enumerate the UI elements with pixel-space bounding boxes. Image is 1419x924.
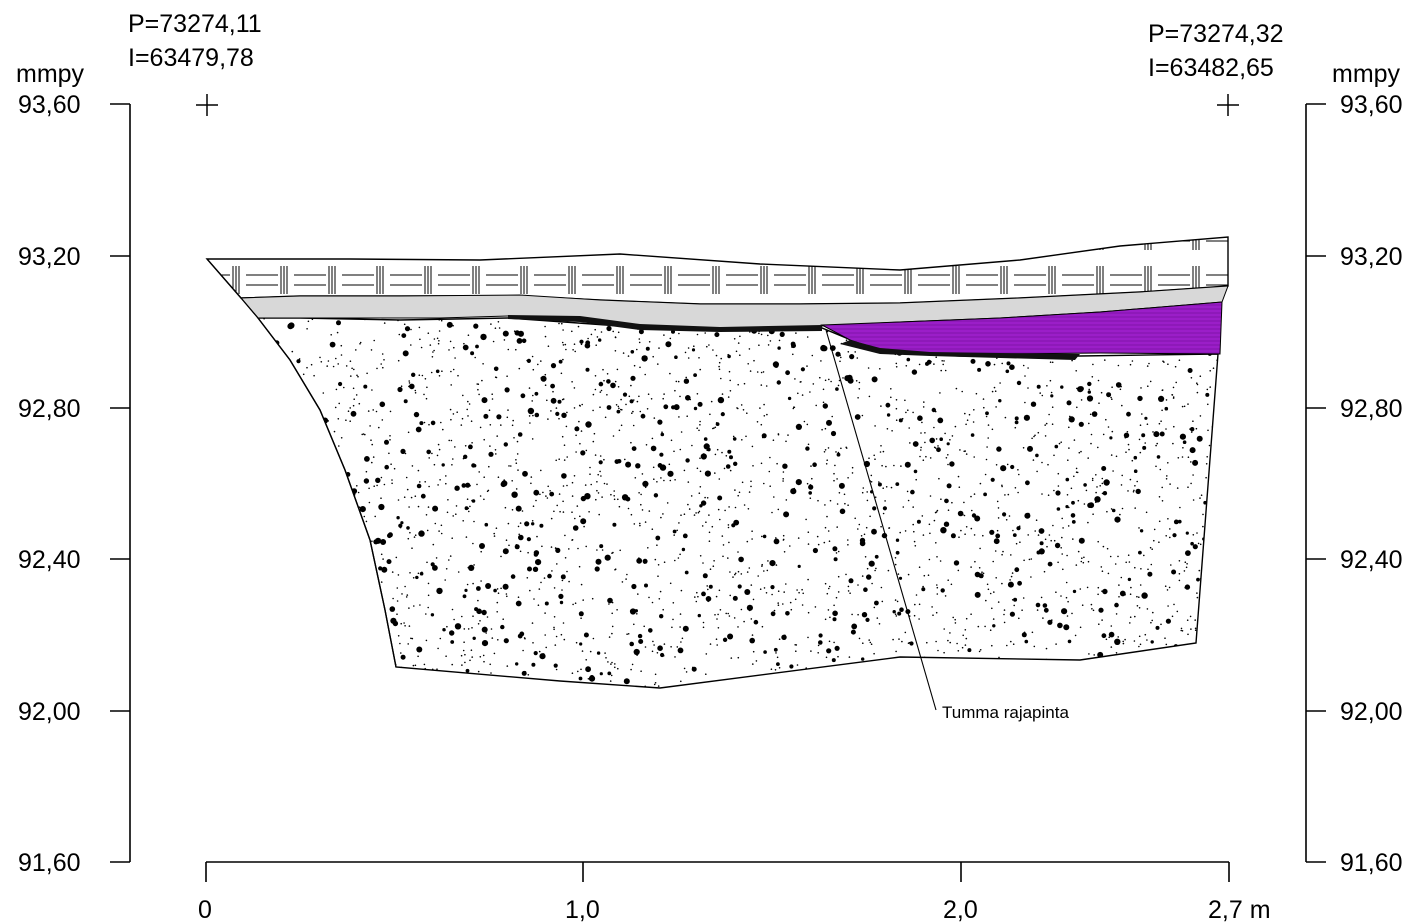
dark-band-left bbox=[508, 315, 822, 332]
left-coordinate-marker: P=73274,11 I=63479,78 bbox=[128, 10, 262, 116]
soil-layers bbox=[205, 236, 1229, 689]
right-i-coordinate: I=63482,65 bbox=[1148, 54, 1274, 82]
distance-tick-label: 2,0 bbox=[943, 896, 978, 924]
right-tick-label: 92,00 bbox=[1340, 698, 1403, 726]
right-tick-label: 93,60 bbox=[1340, 91, 1403, 119]
right-elevation-axis: mmpy 93,60 93,20 92,80 92,40 92,00 91,60 bbox=[1305, 60, 1403, 877]
left-i-coordinate: I=63479,78 bbox=[128, 44, 254, 72]
distance-tick-label: 0 bbox=[198, 896, 212, 924]
left-elevation-axis: mmpy 93,60 93,20 92,80 92,40 92,00 91,60 bbox=[16, 60, 131, 877]
crosshair-icon bbox=[1217, 94, 1239, 116]
topsoil-layer bbox=[205, 236, 1229, 305]
right-tick-label: 91,60 bbox=[1340, 849, 1403, 877]
left-tick-label: 91,60 bbox=[18, 849, 81, 877]
left-tick-label: 93,60 bbox=[18, 91, 81, 119]
right-tick-label: 92,80 bbox=[1340, 395, 1403, 423]
dark-band-right bbox=[840, 340, 1080, 360]
annotation-label: Tumma rajapinta bbox=[942, 703, 1069, 722]
distance-axis: 0 1,0 2,0 2,7 m bbox=[198, 861, 1271, 924]
right-axis-unit: mmpy bbox=[1332, 60, 1401, 88]
profile-left-edge bbox=[206, 258, 397, 668]
dark-interface-annotation: Tumma rajapinta bbox=[825, 329, 1069, 722]
right-tick-label: 93,20 bbox=[1340, 243, 1403, 271]
left-tick-label: 92,00 bbox=[18, 698, 81, 726]
distance-tick-label: 2,7 m bbox=[1208, 896, 1271, 924]
right-p-coordinate: P=73274,32 bbox=[1148, 20, 1284, 48]
left-tick-label: 92,80 bbox=[18, 395, 81, 423]
distance-tick-label: 1,0 bbox=[565, 896, 600, 924]
left-tick-label: 93,20 bbox=[18, 243, 81, 271]
right-tick-label: 92,40 bbox=[1340, 546, 1403, 574]
left-tick-label: 92,40 bbox=[18, 546, 81, 574]
left-p-coordinate: P=73274,11 bbox=[128, 10, 262, 38]
crosshair-icon bbox=[196, 94, 218, 116]
right-coordinate-marker: P=73274,32 I=63482,65 bbox=[1148, 20, 1284, 116]
left-axis-unit: mmpy bbox=[16, 60, 85, 88]
